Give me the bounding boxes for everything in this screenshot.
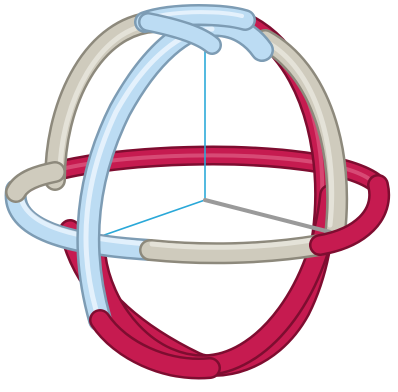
scene-canvas bbox=[0, 0, 398, 392]
3d-ring-scene bbox=[0, 0, 398, 392]
